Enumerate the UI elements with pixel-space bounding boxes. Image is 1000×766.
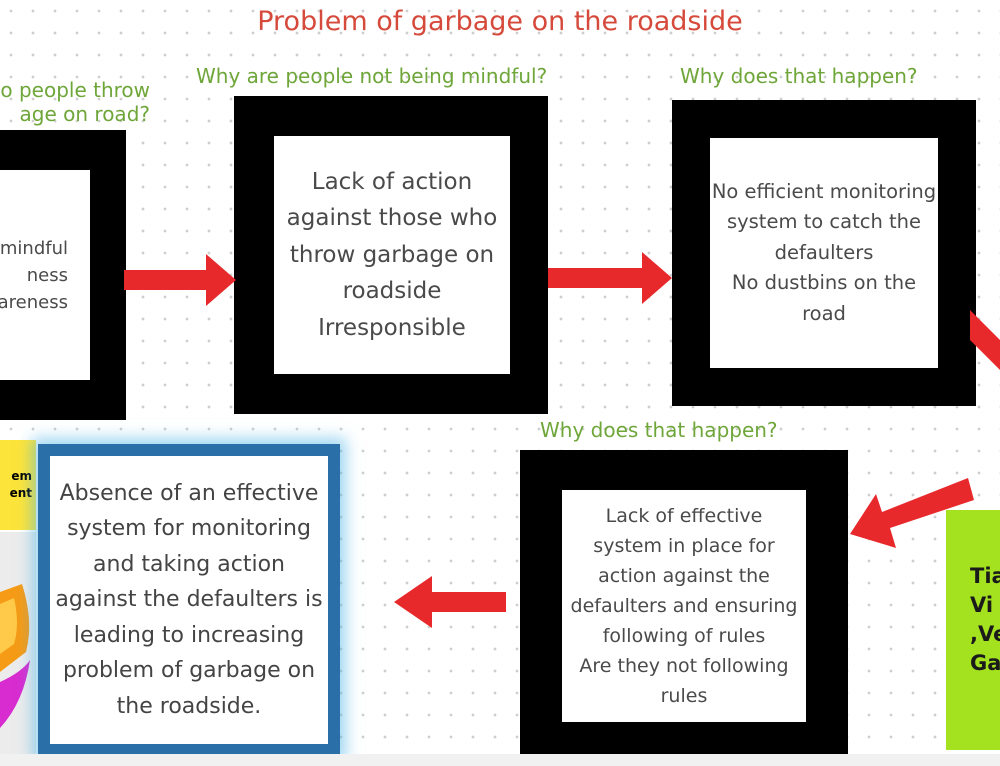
box-1-text: mindful ness areness: [0, 237, 68, 313]
box-4: Lack of effective system in place for ac…: [562, 490, 806, 722]
yellow-tag: em ent: [0, 440, 36, 530]
box-1-frame: mindful ness areness: [0, 130, 126, 420]
box-4-text: Lack of effective system in place for ac…: [570, 505, 798, 707]
green-note: Tia Vi ,Ve Ga: [946, 510, 1000, 750]
box-2-frame: Lack of action against those who throw g…: [234, 96, 548, 414]
badge-image: [0, 532, 36, 756]
box-1: mindful ness areness: [0, 170, 90, 380]
summary-text: Absence of an effective system for monit…: [50, 456, 328, 744]
down-left-arrow-icon: [850, 478, 974, 548]
left-arrow-icon: [394, 576, 506, 628]
question-label-2: Why are people not being mindful?: [196, 64, 548, 88]
box-3-frame: No efficient monitoring system to catch …: [672, 100, 976, 406]
bottom-strip: [0, 754, 1000, 766]
badge-icon: [0, 584, 30, 728]
right-arrow-icon: [970, 310, 1000, 370]
question-label-3: Why does that happen?: [680, 64, 918, 88]
box-2-text: Lack of action against those who throw g…: [286, 168, 498, 341]
summary-box: Absence of an effective system for monit…: [38, 444, 340, 756]
box-4-frame: Lack of effective system in place for ac…: [520, 450, 848, 754]
right-arrow-icon: [124, 254, 236, 306]
question-label-1: o people throw age on road?: [0, 78, 150, 126]
box-2: Lack of action against those who throw g…: [274, 136, 510, 374]
question-label-4: Why does that happen?: [540, 418, 778, 442]
box-3-text: No efficient monitoring system to catch …: [711, 179, 937, 325]
right-arrow-icon: [548, 252, 672, 304]
diagram-title: Problem of garbage on the roadside: [257, 6, 743, 37]
box-3: No efficient monitoring system to catch …: [710, 138, 938, 368]
